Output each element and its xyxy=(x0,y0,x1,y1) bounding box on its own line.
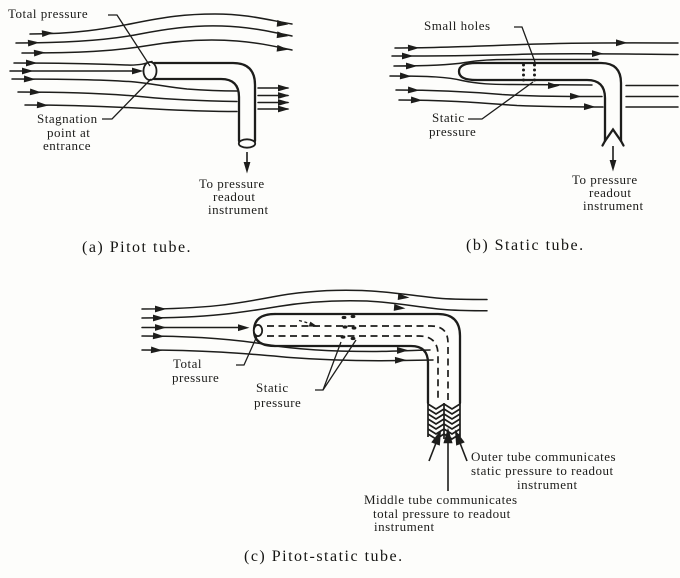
static-tube-body xyxy=(457,61,625,147)
to-readout-arrow-b xyxy=(609,146,617,172)
static-holes-marks xyxy=(340,314,357,341)
panel-b-drawing xyxy=(389,26,679,172)
pitot-tube-body xyxy=(142,61,257,149)
total-pressure-opening xyxy=(252,323,264,337)
label-total-pressure-a: Total pressure xyxy=(8,6,89,21)
flow-arrowheads-c xyxy=(150,293,410,364)
pitot-tube-outlet xyxy=(237,138,257,149)
label-readout-b-line3: instrument xyxy=(583,198,644,213)
static-tube-outlet xyxy=(603,127,623,143)
label-static-c-line2: pressure xyxy=(254,395,302,410)
label-static-b-line1: Static xyxy=(432,110,465,125)
label-readout-b-line2: readout xyxy=(589,185,632,200)
caption-panel-c: (c) Pitot-static tube. xyxy=(244,548,404,565)
label-static-c-line1: Static xyxy=(256,380,289,395)
label-total-c-line2: pressure xyxy=(172,370,220,385)
label-readout-a-line1: To pressure xyxy=(199,176,265,191)
label-outer-tube-line2: static pressure to readout xyxy=(471,463,614,478)
label-middle-tube-line3: instrument xyxy=(374,519,435,534)
inner-tube-dashed xyxy=(267,325,449,401)
panel-a-drawing xyxy=(9,13,293,174)
streamlines-c xyxy=(141,289,488,362)
label-stagnation-line3: entrance xyxy=(43,138,92,153)
small-holes-dots xyxy=(522,63,536,82)
leader-lines-b xyxy=(468,26,536,120)
to-readout-arrow-a xyxy=(243,152,251,174)
static-tube-nose xyxy=(457,61,478,82)
caption-panel-b: (b) Static tube. xyxy=(466,237,585,254)
label-readout-b-line1: To pressure xyxy=(572,172,638,187)
readout-leader-arrows-c xyxy=(428,427,468,491)
flow-arrowheads-b xyxy=(399,39,628,111)
label-stagnation-line2: point at xyxy=(47,125,91,140)
label-readout-a-line2: readout xyxy=(213,189,256,204)
streamlines-a xyxy=(9,13,293,113)
label-static-b-line2: pressure xyxy=(429,124,477,139)
leader-lines-a xyxy=(102,14,152,120)
label-middle-tube-line1: Middle tube communicates xyxy=(364,492,518,507)
panel-c-drawing xyxy=(141,289,488,491)
label-outer-tube-line1: Outer tube communicates xyxy=(471,449,617,464)
pitot-static-outer-tube xyxy=(252,312,462,405)
caption-panel-a: (a) Pitot tube. xyxy=(82,239,193,256)
label-middle-tube-line2: total pressure to readout xyxy=(373,506,511,521)
label-total-c-line1: Total xyxy=(173,356,203,371)
label-small-holes: Small holes xyxy=(424,18,491,33)
pitot-tube-mouth xyxy=(142,61,158,81)
tube-break-hatching xyxy=(427,403,461,441)
leader-lines-c xyxy=(236,335,357,391)
label-readout-a-line3: instrument xyxy=(208,202,269,217)
label-outer-tube-line3: instrument xyxy=(517,477,578,492)
label-stagnation-line1: Stagnation xyxy=(37,111,98,126)
